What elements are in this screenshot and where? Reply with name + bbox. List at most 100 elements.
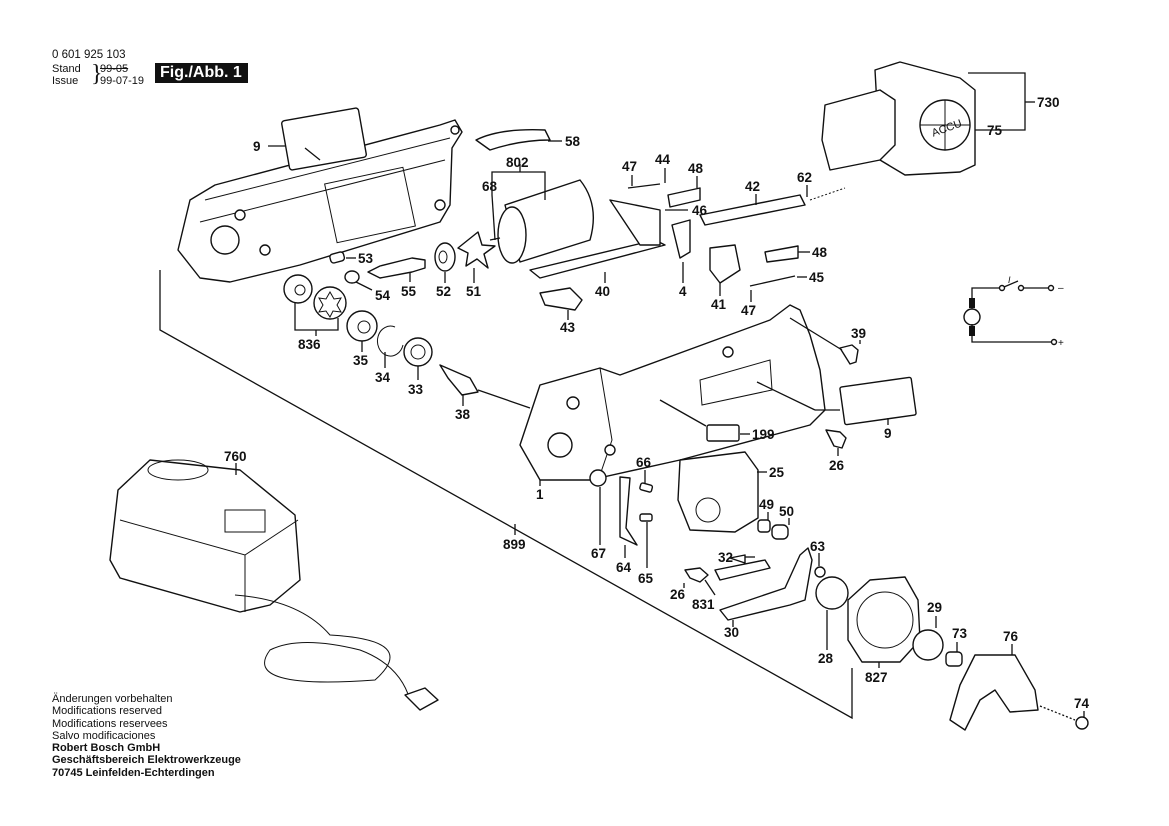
- footer-notes: Änderungen vorbehalten Modifications res…: [52, 693, 241, 779]
- circuit-diagram: I – +: [963, 275, 1064, 349]
- label-44: 44: [655, 152, 671, 167]
- company-division: Geschäftsbereich Elektrowerkzeuge: [52, 754, 241, 767]
- part-labels: 9 58 802 68 47 44 48 46 42 62 730 75 53 …: [224, 95, 1090, 711]
- blade-827-shape: [847, 576, 921, 663]
- bearing-52-shape: [434, 242, 456, 272]
- label-52: 52: [436, 284, 451, 299]
- stand-value: 99-05: [100, 63, 129, 75]
- label-46: 46: [692, 203, 708, 218]
- label-plate-top-shape: [281, 107, 367, 171]
- bearing-33-shape: [403, 337, 433, 367]
- charger-shape: [109, 459, 439, 711]
- label-1: 1: [536, 487, 544, 502]
- part-number: 0 601 925 103: [52, 49, 126, 61]
- label-760: 760: [224, 449, 247, 464]
- flange-28-shape: [815, 576, 849, 610]
- label-45: 45: [809, 270, 825, 285]
- housing-half-top: [177, 119, 463, 283]
- label-55: 55: [401, 284, 417, 299]
- label-47-top: 47: [622, 159, 637, 174]
- label-47-bottom: 47: [741, 303, 756, 318]
- spring-48-shape: [667, 187, 701, 208]
- clip-43-shape: [539, 287, 583, 311]
- label-64: 64: [616, 560, 632, 575]
- label-28: 28: [818, 651, 834, 666]
- label-25: 25: [769, 465, 785, 480]
- label-43: 43: [560, 320, 576, 335]
- handle-clip-shape: [475, 129, 551, 151]
- battery-pack-shape: ACCU: [821, 61, 976, 176]
- label-38: 38: [455, 407, 471, 422]
- label-50: 50: [779, 504, 794, 519]
- label-836: 836: [298, 337, 321, 352]
- label-42: 42: [745, 179, 760, 194]
- circlip-shape: [376, 325, 404, 357]
- company-address: 70745 Leinfelden-Echterdingen: [52, 766, 215, 779]
- label-9-right: 9: [884, 426, 892, 441]
- label-41: 41: [711, 297, 727, 312]
- main-housing-shape: [519, 304, 826, 481]
- label-51: 51: [466, 284, 482, 299]
- label-802: 802: [506, 155, 529, 170]
- label-48-right: 48: [812, 245, 828, 260]
- label-53: 53: [358, 251, 374, 266]
- label-65: 65: [638, 571, 654, 586]
- label-34: 34: [375, 370, 391, 385]
- label-4: 4: [679, 284, 687, 299]
- label-26-right: 26: [829, 458, 845, 473]
- switch-plate-shape: [529, 239, 666, 279]
- brace-symbol: }: [91, 61, 103, 87]
- footer-line: Modifications reserved: [52, 705, 163, 718]
- leader-lines: [235, 140, 1085, 718]
- label-39: 39: [851, 326, 866, 341]
- figure-label: Fig./Abb. 1: [155, 63, 248, 83]
- issue-value: 99-07-19: [100, 75, 145, 87]
- label-48-top: 48: [688, 161, 704, 176]
- label-62: 62: [797, 170, 812, 185]
- label-827: 827: [865, 670, 888, 685]
- label-40: 40: [595, 284, 610, 299]
- label-67: 67: [591, 546, 606, 561]
- label-831: 831: [692, 597, 715, 612]
- company-name: Robert Bosch GmbH: [52, 742, 161, 755]
- label-199: 199: [752, 427, 775, 442]
- footer-line: Modifications reservees: [52, 717, 168, 730]
- screw-39-shape: [839, 344, 859, 365]
- gear-35-shape: [346, 310, 378, 342]
- slider-42-shape: [699, 194, 806, 226]
- guard-25-shape: [677, 451, 759, 533]
- label-730: 730: [1037, 95, 1060, 110]
- label-33: 33: [408, 382, 424, 397]
- label-9-top: 9: [253, 139, 261, 154]
- label-75: 75: [987, 123, 1003, 138]
- label-68: 68: [482, 179, 498, 194]
- plus-sign: +: [1058, 338, 1064, 349]
- fan-shape: [457, 231, 496, 269]
- guard-76-shape: [949, 654, 1039, 731]
- shoe-30-shape: [719, 547, 813, 621]
- issue-label: Issue: [52, 75, 79, 87]
- label-76: 76: [1003, 629, 1019, 644]
- stand-label: Stand: [52, 63, 81, 75]
- footer-line: Salvo modificaciones: [52, 729, 156, 742]
- label-66: 66: [636, 455, 652, 470]
- label-63: 63: [810, 539, 826, 554]
- footer-line: Änderungen vorbehalten: [52, 693, 173, 705]
- label-49: 49: [759, 497, 774, 512]
- star-ring-shape: [313, 286, 347, 320]
- minus-sign: –: [1058, 283, 1064, 294]
- label-54: 54: [375, 288, 391, 303]
- label-29: 29: [927, 600, 942, 615]
- label-899: 899: [503, 537, 526, 552]
- label-74: 74: [1074, 696, 1090, 711]
- label-58: 58: [565, 134, 581, 149]
- label-35: 35: [353, 353, 369, 368]
- holder-41-shape: [709, 244, 741, 284]
- label-32: 32: [718, 550, 733, 565]
- switch-4-shape: [671, 219, 691, 259]
- motor-shape: [489, 179, 595, 264]
- label-30: 30: [724, 625, 739, 640]
- label-73: 73: [952, 626, 968, 641]
- assembly-899-outline: [159, 270, 853, 720]
